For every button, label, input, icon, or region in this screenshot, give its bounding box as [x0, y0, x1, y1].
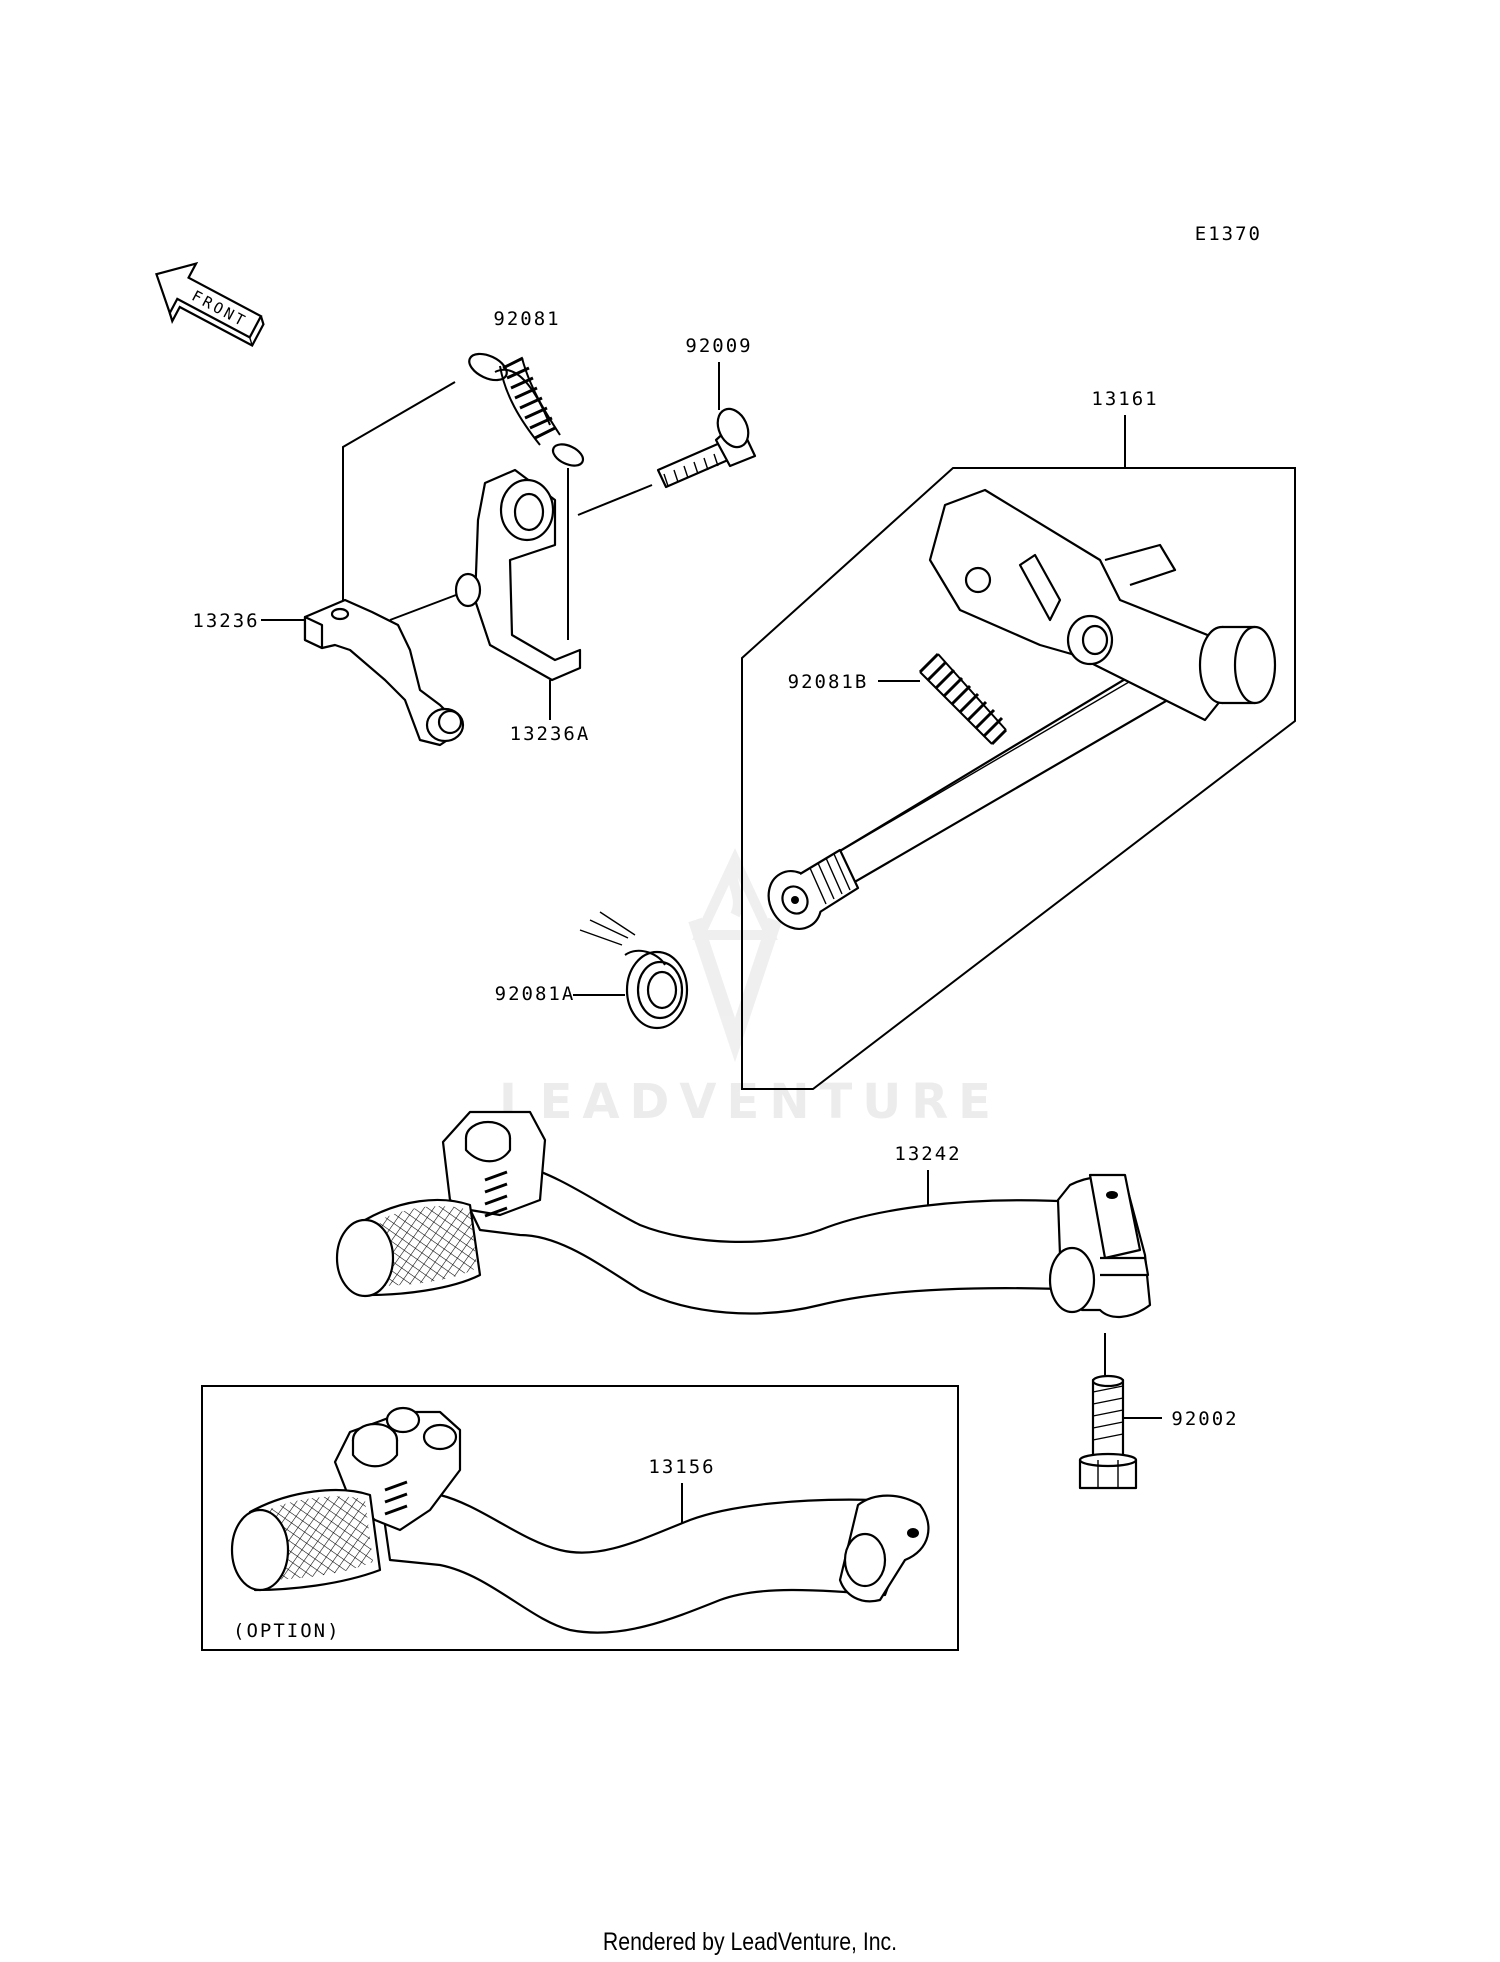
callout-13161: 13161: [1091, 388, 1158, 410]
bolt-92009-icon: [656, 407, 757, 489]
bolt-92002-icon: [1078, 1374, 1138, 1490]
callout-92081B: 92081B: [788, 671, 869, 693]
assembly-box-13161: [741, 467, 1296, 1090]
callout-92002: 92002: [1171, 1408, 1238, 1430]
option-label: (OPTION): [233, 1620, 341, 1642]
shift-pedal-13242-icon: [335, 1110, 1152, 1318]
callout-92081A: 92081A: [495, 983, 576, 1005]
watermark-logo: [688, 848, 782, 1063]
callout-92009: 92009: [685, 335, 752, 357]
spring-92081A-icon: [579, 911, 689, 1030]
callout-92081: 92081: [493, 308, 560, 330]
diagram-id: E1370: [1195, 223, 1262, 245]
arm-13236A-icon: [454, 468, 582, 682]
watermark-text: LEADVENTURE: [499, 1074, 1001, 1130]
callout-13242: 13242: [894, 1143, 961, 1165]
callout-13236A: 13236A: [510, 723, 591, 745]
option-box: [201, 1385, 959, 1651]
callout-13236: 13236: [192, 610, 259, 632]
shift-pedal-13156-icon: [230, 1406, 930, 1634]
spring-92081-icon: [468, 352, 585, 467]
shift-shaft-13161-icon: [767, 488, 1277, 930]
footer-credit: Rendered by LeadVenture, Inc.: [602, 1928, 898, 1956]
callout-13156: 13156: [648, 1456, 715, 1478]
lever-13236-icon: [303, 598, 465, 747]
front-arrow-icon: FRONT: [155, 261, 265, 347]
spring-92081B-icon: [918, 652, 1008, 746]
